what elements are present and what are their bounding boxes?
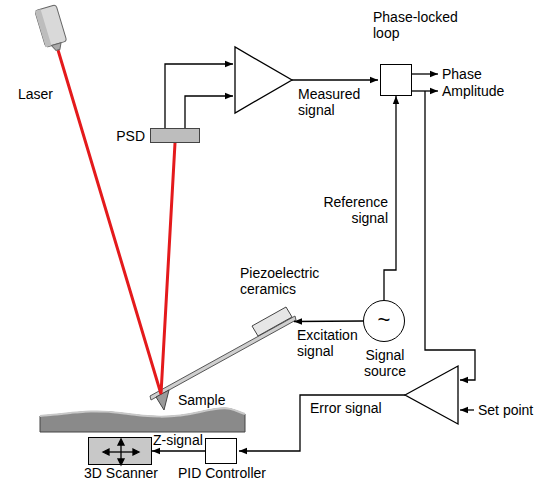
excitation-connector xyxy=(294,320,363,322)
signal-label: Measured signal xyxy=(298,86,374,118)
node-label: PSD xyxy=(107,128,145,144)
signal-label: Reference signal xyxy=(306,194,388,226)
laser-source: Laser xyxy=(10,4,66,56)
laser-source-outline xyxy=(10,4,66,56)
setpoint-wire xyxy=(460,409,474,410)
psd-detector: PSD xyxy=(150,128,200,143)
scanner-box: 3D Scanner xyxy=(88,437,152,465)
node-label: 3D Scanner xyxy=(79,466,163,480)
phase-output xyxy=(412,73,438,74)
laser-beam xyxy=(58,50,175,394)
scanner-box-outline xyxy=(89,438,151,464)
node-label: Sample xyxy=(178,392,238,408)
psd-wire xyxy=(165,64,233,128)
piezo-actuator: Piezoelectric ceramics xyxy=(250,305,294,338)
node-label: Phase-locked loop xyxy=(373,9,461,41)
node-label: ~ xyxy=(364,301,404,339)
error-wire xyxy=(239,395,405,451)
signal-label: Error signal xyxy=(310,400,400,416)
error-amplifier xyxy=(405,366,458,424)
node-label: Piezoelectric ceramics xyxy=(240,265,330,297)
piezo-actuator-outline xyxy=(250,305,294,338)
z-signal-connector xyxy=(152,450,205,451)
node-label: Signal source xyxy=(350,347,420,379)
measured-wire xyxy=(292,79,378,80)
node-label: PID Controller xyxy=(176,466,268,480)
pll-box: Phase-locked loop xyxy=(380,64,412,96)
psd-wire xyxy=(185,96,233,128)
amplifier xyxy=(235,47,292,113)
signal-label: Excitation signal xyxy=(297,327,361,359)
node-label: Laser xyxy=(18,86,68,102)
signal-label: Z-signal xyxy=(153,433,205,447)
sample-outline xyxy=(40,408,245,432)
sample: Sample xyxy=(40,408,245,432)
amplitude-wire xyxy=(425,91,475,380)
signal-label: Phase xyxy=(442,66,502,82)
signal-label: Amplitude xyxy=(442,83,532,99)
signal-source: ~Signal source xyxy=(363,300,405,342)
pid-box: PID Controller xyxy=(205,438,237,464)
signal-label: Set point xyxy=(478,402,544,418)
cantilever xyxy=(150,316,296,400)
